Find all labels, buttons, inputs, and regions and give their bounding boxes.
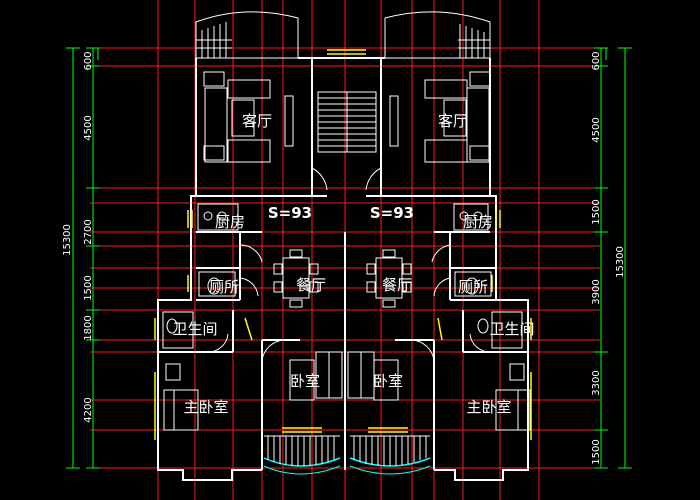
- room-labels: 客厅 客厅 厨房 厨房 S=93 S=93 餐厅 餐厅 厕所 厕所 卫生间 卫生…: [172, 112, 534, 416]
- dim-left-1800: 1800: [83, 315, 94, 340]
- label-bedroom-left: 卧室: [290, 372, 320, 390]
- label-living-left: 客厅: [242, 112, 272, 130]
- dim-right-4500: 4500: [591, 117, 602, 142]
- label-bath-left: 卫生间: [172, 320, 217, 338]
- label-kitchen-right: 厨房: [463, 213, 493, 231]
- dim-left-total: 15300: [62, 224, 73, 256]
- label-master-right: 主卧室: [466, 398, 511, 416]
- dim-left-2700: 2700: [83, 219, 94, 244]
- kitchen-bath-fixtures: [162, 203, 523, 349]
- label-area-left: S=93: [268, 204, 312, 222]
- dimension-texts: 600 4500 2700 1500 1800 4200 15300 600 4…: [62, 51, 626, 464]
- dim-right-total: 15300: [615, 246, 626, 278]
- dim-left-4200: 4200: [83, 397, 94, 422]
- dimension-lines: [66, 47, 632, 469]
- dim-left-1500: 1500: [83, 275, 94, 300]
- bottom-balconies: [263, 457, 431, 475]
- walls: [157, 57, 529, 481]
- label-wc-right: 厕所: [458, 278, 488, 296]
- label-living-right: 客厅: [438, 112, 468, 130]
- dim-right-3900: 3900: [591, 279, 602, 304]
- label-area-right: S=93: [370, 204, 414, 222]
- label-bath-right: 卫生间: [489, 320, 534, 338]
- label-bedroom-right: 卧室: [373, 372, 403, 390]
- dim-right-1500a: 1500: [591, 199, 602, 224]
- dim-left-600: 600: [83, 51, 94, 70]
- dim-left-4500: 4500: [83, 115, 94, 140]
- label-kitchen-left: 厨房: [215, 213, 245, 231]
- dim-right-1500b: 1500: [591, 439, 602, 464]
- door-swings: [207, 167, 491, 361]
- living-furniture-right: [389, 71, 491, 163]
- dim-right-600: 600: [591, 51, 602, 70]
- living-furniture-left: [203, 71, 294, 163]
- label-wc-left: 厕所: [209, 278, 239, 296]
- stairs: [317, 91, 377, 153]
- label-dining-right: 餐厅: [382, 276, 412, 294]
- dim-right-3300: 3300: [591, 370, 602, 395]
- top-balcony-railings: [195, 11, 491, 59]
- balcony-railing-hatch: [264, 435, 430, 466]
- windows: [154, 49, 532, 440]
- label-master-left: 主卧室: [183, 398, 228, 416]
- label-dining-left: 餐厅: [296, 276, 326, 294]
- dining-furniture: [273, 249, 412, 308]
- bedroom-furniture: [163, 351, 531, 431]
